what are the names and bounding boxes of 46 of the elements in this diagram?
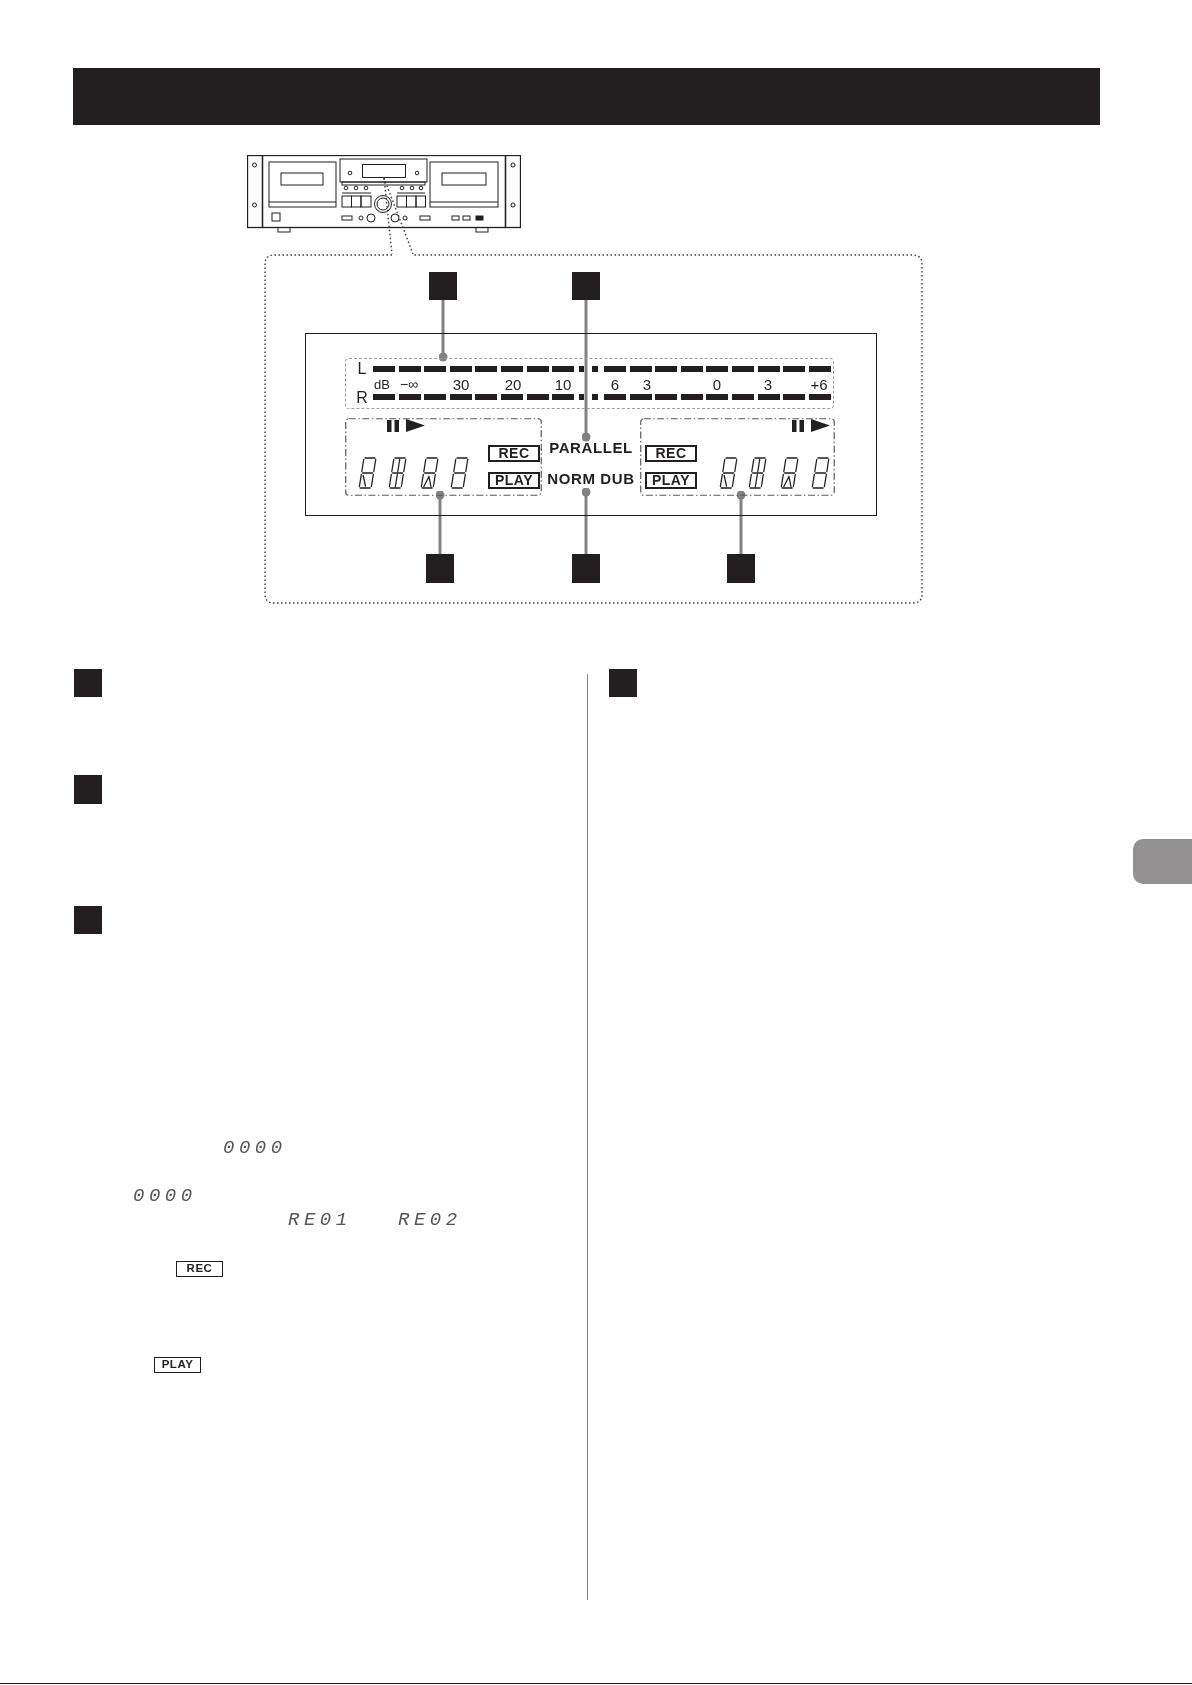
callout-marker xyxy=(426,554,454,583)
scale-label: +6 xyxy=(810,376,828,392)
display-readout: RE02 xyxy=(398,1211,462,1230)
status-indicator: REC xyxy=(176,1261,223,1277)
scale-label: 0 xyxy=(712,376,722,392)
scale-label: 6 xyxy=(610,376,620,392)
callout-marker xyxy=(572,554,600,583)
display-window xyxy=(362,164,406,178)
status-indicator: PLAY xyxy=(488,472,540,489)
channel-label: L xyxy=(357,361,367,377)
scale-label: 3 xyxy=(642,376,652,392)
leader-line xyxy=(581,487,591,554)
mode-indicator: PARALLEL xyxy=(545,438,637,458)
unit-label: dB xyxy=(374,377,390,391)
magnification-line xyxy=(383,177,414,255)
section-marker xyxy=(74,775,102,804)
status-indicator: PLAY xyxy=(645,472,697,489)
scale-label: −∞ xyxy=(399,377,419,391)
callout-marker xyxy=(572,272,600,300)
scale-label: 30 xyxy=(452,376,470,392)
callout-marker xyxy=(727,554,755,583)
display-readout: 0000 xyxy=(133,1187,197,1206)
display-readout: RE01 xyxy=(288,1211,352,1230)
tape-counter-area xyxy=(640,418,835,496)
section-marker xyxy=(609,669,637,697)
callout-marker xyxy=(429,272,457,300)
tape-counter-area xyxy=(345,418,542,496)
status-indicator: REC xyxy=(645,445,697,462)
scale-label: 20 xyxy=(504,376,522,392)
channel-label: R xyxy=(356,390,368,406)
scale-label: 10 xyxy=(554,376,572,392)
leader-line xyxy=(581,300,591,442)
display-panel xyxy=(305,333,877,516)
status-indicator: REC xyxy=(488,445,540,462)
section-marker xyxy=(74,906,102,934)
section-marker xyxy=(74,669,102,697)
leader-line xyxy=(736,490,746,554)
magnified-view-frame xyxy=(264,254,923,604)
leader-line xyxy=(435,490,445,554)
scale-label: 3 xyxy=(763,376,773,392)
cassette-deck-drawing xyxy=(247,155,521,233)
mode-indicator: NORM DUB xyxy=(545,469,637,493)
level-meter xyxy=(345,358,834,409)
status-indicator: PLAY xyxy=(154,1357,201,1373)
display-readout: 0000 xyxy=(223,1139,287,1158)
leader-line xyxy=(438,300,448,362)
